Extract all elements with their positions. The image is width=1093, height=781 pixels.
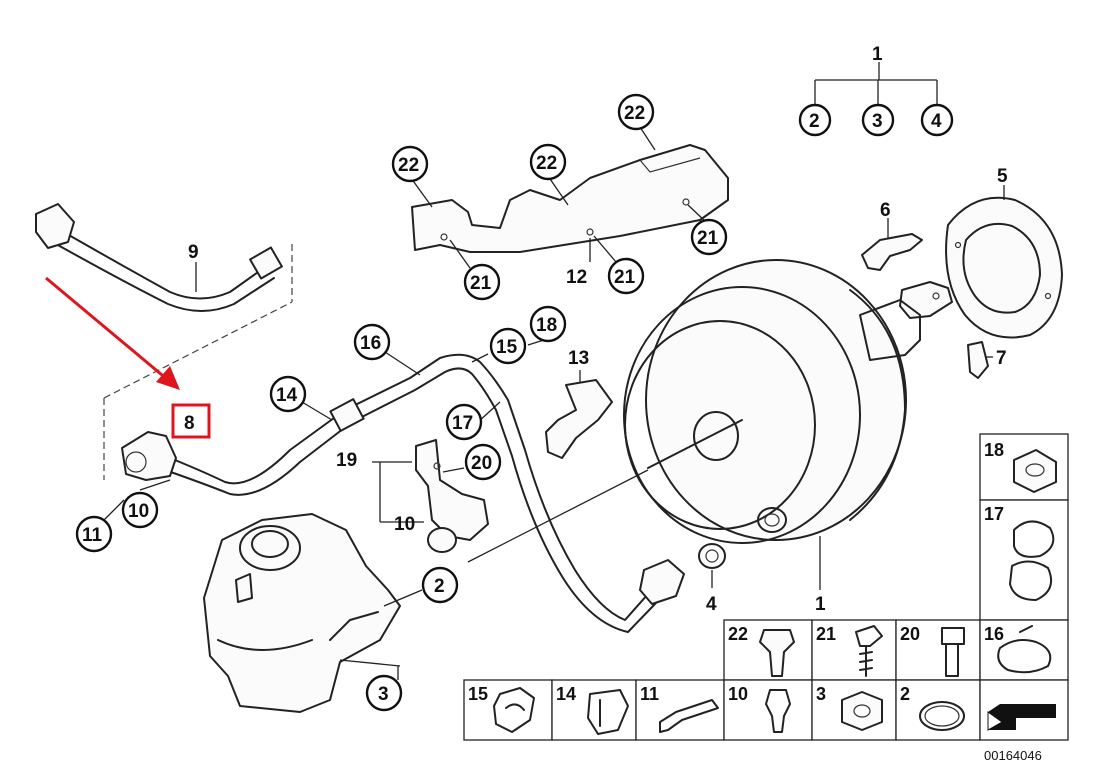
callout-4-top: 4 — [931, 111, 942, 132]
clamp-17-icon — [1009, 520, 1055, 601]
callout-4-low: 4 — [706, 594, 717, 615]
master-cylinder: 2 3 — [203, 513, 459, 713]
check-valve: 4 — [698, 543, 726, 615]
highlight-marker: 8 — [45, 276, 211, 439]
callout-17: 17 — [452, 413, 473, 434]
callout-19: 19 — [336, 450, 357, 471]
grid-label-2: 2 — [900, 684, 910, 704]
grid-label-11: 11 — [640, 684, 659, 704]
grid-label-10: 10 — [728, 684, 748, 704]
callout-10-mid: 10 — [394, 514, 415, 535]
grid-label-14: 14 — [556, 684, 576, 704]
red-arrow-head — [156, 366, 180, 390]
bracket-11-icon — [659, 699, 719, 733]
hose-clamp-13: 13 — [545, 348, 613, 459]
grid-label-22: 22 — [728, 624, 748, 644]
callout-22-b: 22 — [536, 153, 557, 174]
grid-label-16: 16 — [984, 624, 1004, 644]
callout-13: 13 — [568, 348, 589, 369]
hose-9: 9 — [35, 203, 293, 480]
bracket-assembly: 19 20 10 — [336, 439, 502, 553]
nut-3-hole-icon — [853, 704, 871, 718]
heat-shield: 22 22 22 21 21 21 12 — [391, 93, 729, 301]
document-number: 00164046 — [984, 748, 1042, 763]
callout-14: 14 — [276, 385, 298, 406]
callout-12: 12 — [566, 267, 587, 288]
callout-21-a: 21 — [697, 228, 719, 249]
callout-8: 8 — [184, 413, 195, 434]
callout-16: 16 — [360, 333, 381, 354]
callout-10-bottom: 10 — [128, 501, 149, 522]
callout-21-c: 21 — [614, 267, 636, 288]
screw-21-icon — [855, 625, 883, 677]
callout-2-top: 2 — [809, 111, 820, 132]
grid-label-18: 18 — [984, 440, 1004, 460]
grid-label-17: 17 — [984, 504, 1004, 524]
oring-2-icon — [919, 701, 965, 731]
nut-18-icon — [1013, 449, 1057, 493]
callout-11: 11 — [82, 525, 103, 546]
parts-grid: 18 17 22 21 20 16 15 14 11 10 3 2 — [463, 433, 1069, 741]
callout-21-b: 21 — [470, 273, 492, 294]
nut-3-icon — [841, 691, 883, 731]
callout-2-low: 2 — [434, 576, 445, 597]
red-arrow-shaft — [45, 276, 169, 382]
clevis-parts: 6 7 — [861, 200, 1007, 379]
gasket-5: 5 — [945, 166, 1063, 339]
clamp-16-icon — [997, 625, 1052, 674]
connector-8: 10 11 — [75, 431, 177, 553]
callout-22-c: 22 — [624, 103, 645, 124]
grid-label-3: 3 — [816, 684, 826, 704]
clamp-14-icon — [587, 689, 629, 735]
callout-15: 15 — [496, 337, 518, 358]
callout-20: 20 — [471, 453, 492, 474]
highlight-box — [171, 403, 211, 439]
direction-arrow-icon — [988, 704, 1056, 730]
callout-6: 6 — [880, 200, 891, 221]
grid-label-20: 20 — [900, 624, 920, 644]
callout-9: 9 — [188, 242, 199, 263]
callout-5: 5 — [997, 166, 1008, 187]
grid-label-15: 15 — [468, 684, 488, 704]
callout-18: 18 — [536, 315, 557, 336]
callout-7: 7 — [996, 348, 1007, 369]
callout-3-top: 3 — [872, 111, 883, 132]
callout-3-low: 3 — [378, 684, 389, 705]
brake-booster: 1 — [623, 259, 921, 615]
kit-tree: 1 2 3 4 — [798, 44, 954, 137]
clip-nut-22-icon — [759, 629, 795, 677]
callout-1-top: 1 — [872, 44, 883, 65]
grid-label-21: 21 — [816, 624, 836, 644]
clip-10-icon — [765, 689, 791, 733]
clamp-15-icon — [493, 687, 535, 733]
bolt-20-icon — [941, 627, 965, 677]
hose-callouts: 14 16 15 18 17 — [269, 305, 567, 441]
callout-1-low: 1 — [815, 594, 826, 615]
callout-22-a: 22 — [398, 155, 419, 176]
